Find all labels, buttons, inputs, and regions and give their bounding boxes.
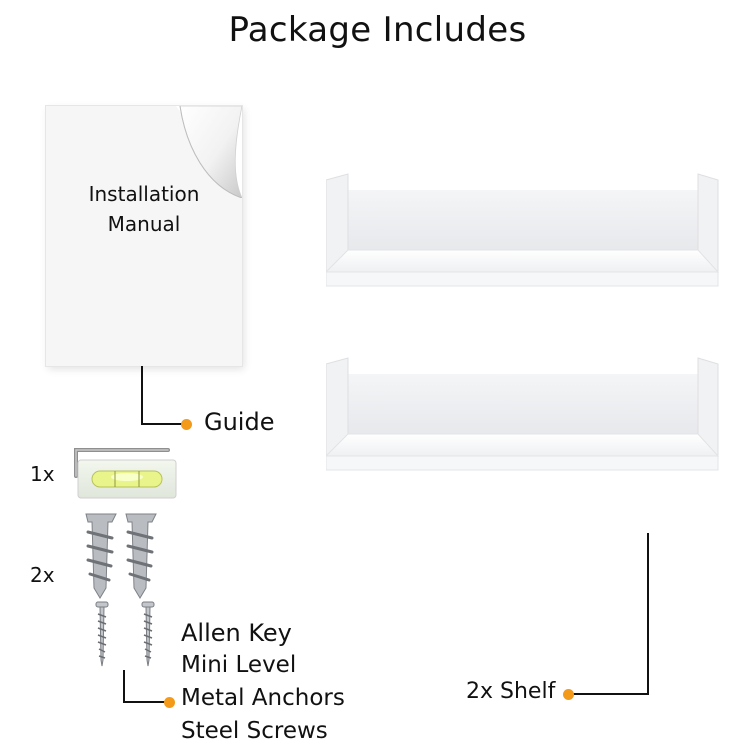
metal-anchors-label: Metal Anchors — [181, 685, 345, 711]
guide-connector-vertical — [141, 366, 143, 425]
shelf-top-image — [326, 173, 720, 287]
guide-connector-horizontal — [141, 423, 186, 425]
manual-line-2: Manual — [107, 212, 181, 236]
allen-key-and-level-icon — [74, 448, 177, 499]
shelf-connector-vertical — [647, 533, 649, 695]
guide-label: Guide — [204, 408, 275, 436]
hardware-bullet-icon — [164, 697, 175, 708]
metal-anchors-icon — [85, 513, 157, 599]
steel-screws-icon — [95, 601, 155, 667]
tools-count: 1x — [30, 462, 55, 486]
page-curl-icon — [176, 106, 242, 198]
hardware-connector-vertical — [123, 670, 125, 703]
shelf-label: 2x Shelf — [466, 679, 556, 704]
installation-manual-image: Installation Manual — [46, 106, 242, 366]
page-title: Package Includes — [228, 10, 527, 50]
fasteners-count: 2x — [30, 563, 55, 587]
allen-key-label: Allen Key — [181, 619, 292, 647]
mini-level-label: Mini Level — [181, 652, 297, 678]
shelf-connector-horizontal — [568, 693, 649, 695]
manual-line-1: Installation — [88, 182, 200, 206]
hardware-connector-horizontal — [123, 701, 169, 703]
guide-bullet-icon — [181, 419, 192, 430]
shelf-bullet-icon — [563, 689, 574, 700]
steel-screws-label: Steel Screws — [181, 718, 328, 744]
shelf-bottom-image — [326, 357, 720, 471]
